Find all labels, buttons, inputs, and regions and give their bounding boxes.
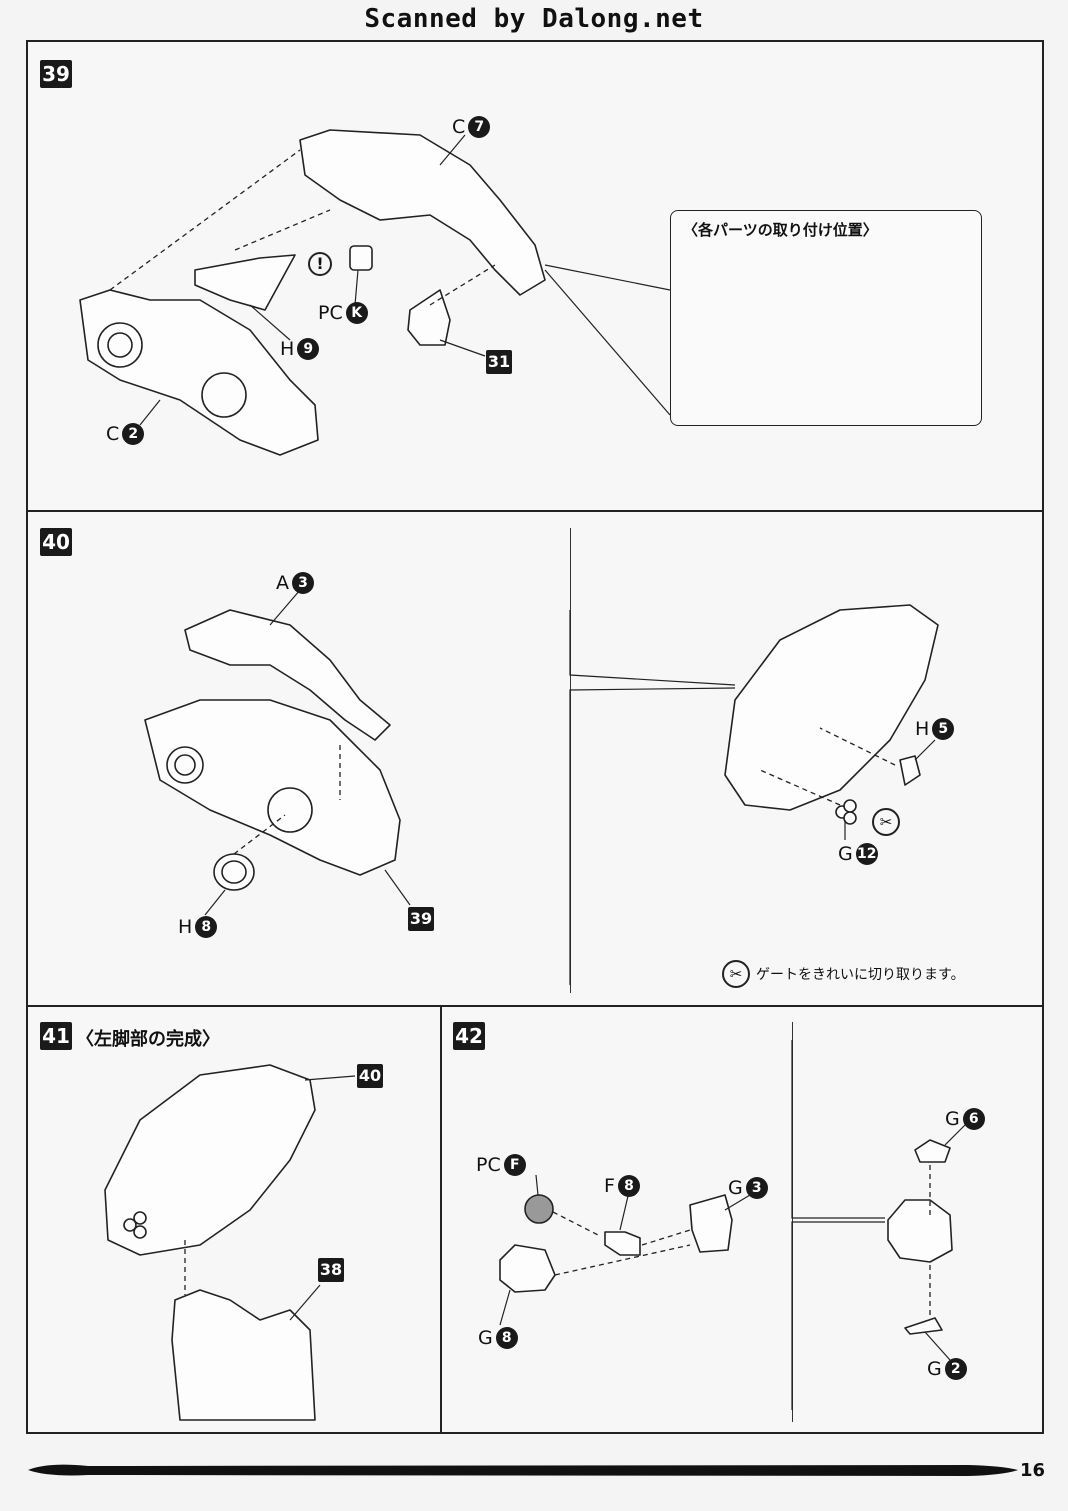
leg-lower-38 — [171, 1289, 316, 1421]
step-41-number: 41 — [40, 1022, 72, 1050]
gate-note: ✂ ゲートをきれいに切り取ります。 — [722, 960, 965, 988]
part-g3 — [689, 1194, 733, 1253]
gate-cut-icon: ✂ — [872, 808, 900, 836]
step-42-number: 42 — [453, 1022, 485, 1050]
sub-assembly-31 — [407, 289, 451, 346]
step-41-title: 〈左脚部の完成〉 — [76, 1029, 220, 1050]
joint-assembly — [887, 1199, 953, 1263]
inset-title: 〈各パーツの取り付け位置〉 — [683, 221, 878, 239]
part-f8 — [604, 1231, 641, 1256]
ref-step-31: 31 — [486, 350, 512, 374]
step-40-number: 40 — [40, 528, 72, 556]
attachment-position-inset: 〈各パーツの取り付け位置〉 — [670, 210, 982, 426]
polycap-k — [349, 245, 373, 271]
body-assembly-39 — [144, 699, 401, 876]
caution-icon: ! — [308, 252, 332, 276]
ref-step-40: 40 — [357, 1064, 383, 1088]
divider-41-42 — [440, 1005, 442, 1434]
part-g2 — [904, 1317, 943, 1335]
divider-39-40 — [26, 510, 1044, 512]
ref-step-38: 38 — [318, 1258, 344, 1282]
step-39-number: 39 — [40, 60, 72, 88]
divider-40-41 — [26, 1005, 1044, 1007]
leg-shell-40 — [104, 1064, 316, 1256]
cover-part-a3 — [184, 609, 391, 741]
part-h5 — [899, 755, 921, 786]
polycap-f — [524, 1194, 554, 1224]
plate-part-h9 — [194, 254, 296, 311]
frame-part-c7 — [299, 129, 546, 296]
part-g8 — [499, 1244, 556, 1293]
part-g6 — [914, 1139, 951, 1163]
body-part-c2 — [79, 289, 319, 456]
gate-note-text: ゲートをきれいに切り取ります。 — [756, 967, 965, 983]
ref-step-39: 39 — [408, 907, 434, 931]
scan-banner: Scanned by Dalong.net — [364, 4, 704, 34]
gate-cut-icon: ✂ — [722, 960, 750, 988]
footer-brush-stroke — [28, 1464, 1018, 1476]
shell-detail — [724, 604, 939, 811]
page-number: 16 — [1020, 1460, 1046, 1481]
